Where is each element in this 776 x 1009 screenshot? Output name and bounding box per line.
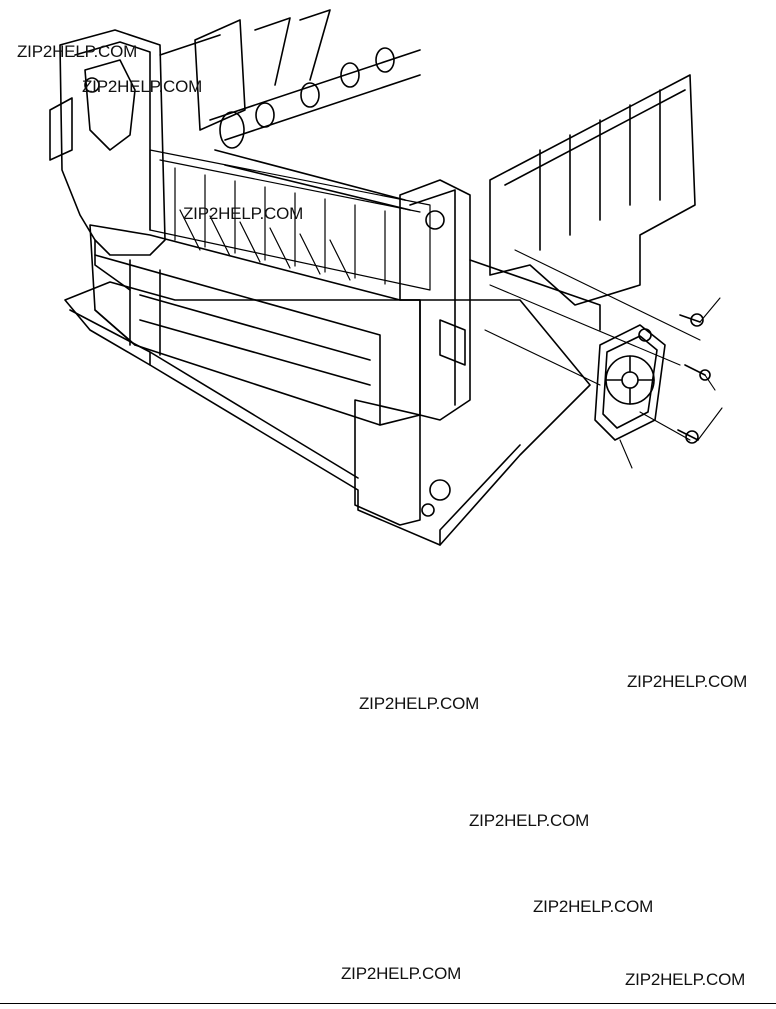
- watermark-text: ZIP2HELP.COM: [359, 694, 480, 713]
- left-tower: [49, 29, 166, 291]
- paper-guide-grille: [149, 149, 431, 291]
- right-tower: [354, 179, 471, 526]
- bottom-rule: [0, 1003, 776, 1004]
- screws: [677, 313, 711, 444]
- watermark-text: ZIP2HELP.COM: [627, 672, 748, 691]
- front-body: [89, 224, 421, 426]
- watermark-text: ZIP2HELP.COM: [533, 897, 654, 916]
- watermark-text: ZIP2HELP.COM: [82, 77, 203, 96]
- watermark-text: ZIP2HELP.COM: [17, 42, 138, 61]
- watermark-text: ZIP2HELP.COM: [469, 811, 590, 830]
- roller-shaft: [209, 47, 421, 211]
- watermark-text: ZIP2HELP.COM: [183, 204, 304, 223]
- watermark-text: ZIP2HELP.COM: [625, 970, 746, 989]
- leader-lines: [484, 249, 723, 469]
- fan: [594, 324, 666, 441]
- watermark-text: ZIP2HELP.COM: [341, 964, 462, 983]
- top-guides: [159, 9, 331, 131]
- printer-frame-fan-illustration: [49, 9, 723, 546]
- rear-side-panel: [469, 74, 696, 331]
- base-tray: [64, 281, 591, 546]
